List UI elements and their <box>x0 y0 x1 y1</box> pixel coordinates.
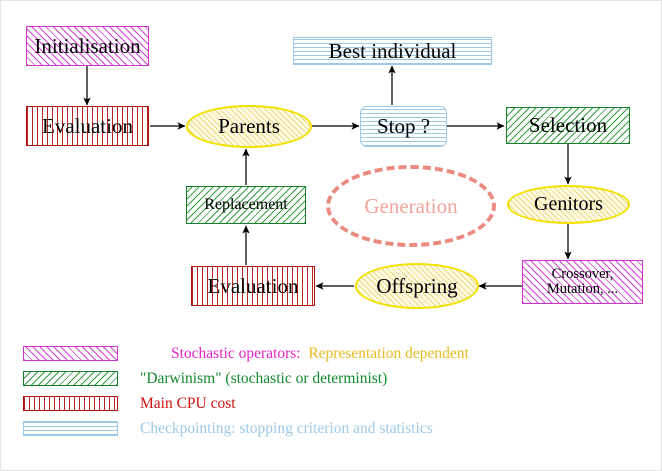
legend-row-checkpointing: Checkpointing: stopping criterion and st… <box>23 416 469 441</box>
node-evaluation-top[interactable]: Evaluation <box>26 106 149 146</box>
node-offspring[interactable]: Offspring <box>355 263 479 309</box>
legend-swatch-blue-horizontal-stripes-icon <box>23 421 118 436</box>
node-initialisation-label: Initialisation <box>34 33 141 58</box>
node-generation-label: Generation <box>364 193 458 218</box>
legend-label-representation-dependent: Representation dependent <box>308 344 469 362</box>
node-stop-label: Stop ? <box>376 114 431 139</box>
node-initialisation[interactable]: Initialisation <box>26 26 149 66</box>
legend: Stochastic operators: Representation dep… <box>23 341 469 441</box>
legend-label-darwinism: "Darwinism" (stochastic or determinist) <box>140 369 388 387</box>
legend-swatch-green-diagonal-hatch-icon <box>23 371 118 386</box>
node-parents-label: Parents <box>218 114 280 139</box>
node-crossover-mutation[interactable]: Crossover, Mutation, ... <box>522 260 643 304</box>
legend-row-darwinism: "Darwinism" (stochastic or determinist) <box>23 366 469 391</box>
node-selection-label: Selection <box>528 113 608 138</box>
node-replacement-label: Replacement <box>204 195 288 213</box>
node-parents[interactable]: Parents <box>186 105 312 148</box>
node-best-individual[interactable]: Best individual <box>293 37 492 65</box>
legend-swatch-red-vertical-stripes-icon <box>23 396 118 411</box>
node-generation-loop: Generation <box>326 165 496 247</box>
node-selection[interactable]: Selection <box>506 107 630 144</box>
node-genitors[interactable]: Genitors <box>507 185 630 224</box>
node-best-individual-label: Best individual <box>328 38 457 63</box>
node-replacement[interactable]: Replacement <box>186 186 306 224</box>
node-offspring-label: Offspring <box>376 273 458 298</box>
legend-swatch-magenta-diagonal-hatch-icon <box>23 346 118 361</box>
node-evaluation-bottom-label: Evaluation <box>207 273 299 298</box>
legend-row-main-cpu-cost: Main CPU cost <box>23 391 469 416</box>
node-evaluation-top-label: Evaluation <box>42 113 133 138</box>
node-evaluation-bottom[interactable]: Evaluation <box>191 266 315 306</box>
legend-label-stochastic-operators: Stochastic operators: <box>171 344 301 362</box>
node-crossover-mutation-label: Crossover, Mutation, ... <box>546 265 619 297</box>
legend-label-main-cpu-cost: Main CPU cost <box>140 394 236 412</box>
legend-text-stochastic-operators: Stochastic operators: Representation dep… <box>140 327 469 381</box>
legend-row-stochastic-operators: Stochastic operators: Representation dep… <box>23 341 469 366</box>
legend-label-checkpointing: Checkpointing: stopping criterion and st… <box>140 419 433 437</box>
node-stop[interactable]: Stop ? <box>360 106 447 147</box>
node-genitors-label: Genitors <box>534 193 603 215</box>
